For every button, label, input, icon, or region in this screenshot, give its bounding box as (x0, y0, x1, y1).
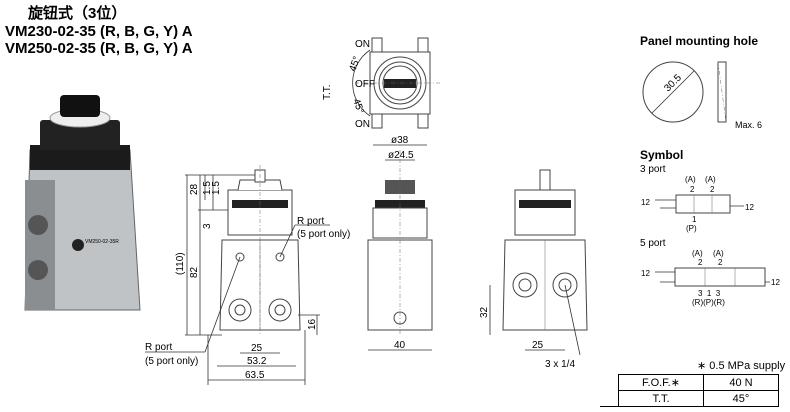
dim-16: 16 (307, 318, 318, 330)
top-view: ON OFF ON 45° 45° T.T. (322, 37, 440, 130)
on-bottom-label: ON (355, 119, 370, 130)
front-view: 28 1.5 1.5 3 (110) 82 16 25 53.2 63.5 R … (145, 165, 350, 385)
r-port-right-note: (5 port only) (297, 229, 350, 240)
dim-o38: ø38 (391, 135, 409, 146)
dim-1-5a: 1.5 (202, 181, 213, 195)
angle-bottom: 45° (350, 97, 366, 115)
sym3-a1: (A) (685, 175, 696, 184)
sym5-a2: (A) (713, 249, 724, 258)
dim-82: 82 (189, 266, 200, 278)
tt-label: T.T. (322, 84, 333, 100)
max-6: Max. 6 (735, 120, 762, 130)
dim-32: 32 (479, 306, 490, 318)
five-port-label: 5 port (640, 238, 666, 249)
sym3-2b: 2 (710, 185, 715, 194)
dim-28: 28 (189, 183, 200, 195)
dim-o24-5: ø24.5 (388, 150, 414, 161)
spec-value: 45° (703, 390, 779, 407)
spec-note: ∗ 0.5 MPa supply (697, 360, 786, 372)
angle-top: 45° (347, 55, 363, 73)
subtitle: 旋钮式（3位） (28, 5, 127, 22)
spec-label: F.O.F.∗ (618, 374, 704, 391)
spec-value: 40 N (703, 374, 779, 391)
sym3-2a: 2 (690, 185, 695, 194)
sym5-12l: 12 (641, 269, 650, 278)
sym5-2b: 2 (718, 258, 723, 267)
right-view: 32 25 3 x 1/4 (479, 169, 588, 370)
table-row: F.O.F.∗ 40 N (618, 374, 779, 391)
sym5-ports: (R)(P)(R) (692, 298, 725, 307)
dim-53-2: 53.2 (247, 356, 267, 367)
r-port-right-label: R port (297, 216, 324, 227)
dim-63-5: 63.5 (245, 370, 265, 381)
model-line-1: VM230-02-35 (R, B, G, Y) A (5, 23, 193, 40)
sym3-12r: 12 (745, 203, 754, 212)
panel-mounting-hole: Panel mounting hole 30.5 Max. 6 (640, 34, 762, 130)
photo-label: VM250-02-35R (85, 239, 119, 245)
sym5-12r: 12 (771, 278, 780, 287)
sym5-a1: (A) (692, 249, 703, 258)
side-view: ø38 ø24.5 40 (367, 135, 433, 351)
divider (600, 406, 618, 407)
panel-title: Panel mounting hole (640, 34, 758, 48)
r-port-left-label: R port (145, 342, 172, 353)
symbol-section: Symbol 3 port (A) (A) 2 2 12 12 1 (P) 5 … (640, 148, 780, 307)
dim-40: 40 (394, 340, 406, 351)
three-port-label: 3 port (640, 164, 666, 175)
dim-110: (110) (175, 252, 186, 275)
model-line-2: VM250-02-35 (R, B, G, Y) A (5, 40, 193, 57)
table-row: T.T. 45° (618, 390, 779, 407)
dim-1-5b: 1.5 (211, 181, 222, 195)
spec-label: T.T. (618, 390, 704, 407)
sym3-p: (P) (686, 224, 697, 233)
on-top-label: ON (355, 39, 370, 50)
off-label: OFF (355, 79, 375, 90)
sym5-2a: 2 (698, 258, 703, 267)
spec-table: F.O.F.∗ 40 N T.T. 45° (618, 374, 779, 407)
dim-25-right: 25 (532, 340, 544, 351)
product-photo: VM250-02-35R (24, 95, 141, 311)
r-port-left-note: (5 port only) (145, 356, 198, 367)
ports-label: 3 x 1/4 (545, 359, 575, 370)
sym5-nums: 3 1 3 (698, 289, 721, 298)
dim-25: 25 (251, 343, 263, 354)
sym3-1: 1 (692, 215, 697, 224)
sym3-12l: 12 (641, 198, 650, 207)
dim-3: 3 (202, 223, 213, 229)
sym3-a2: (A) (705, 175, 716, 184)
symbol-title: Symbol (640, 148, 683, 162)
